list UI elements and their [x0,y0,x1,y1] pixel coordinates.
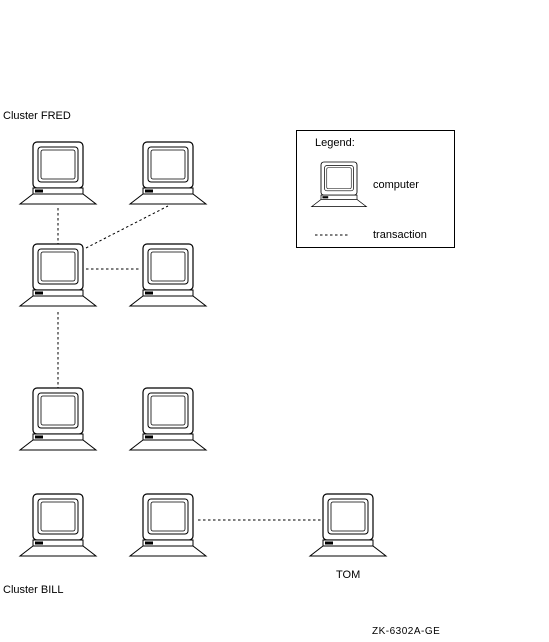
computer-icon [129,387,207,451]
figure-id: ZK-6302A-GE [372,626,441,637]
tom-label: TOM [336,569,361,581]
computer-icon [19,141,97,205]
computer-icon [19,493,97,557]
cluster-bill-label: Cluster BILL [3,584,64,596]
legend-computer-icon [311,161,367,208]
cluster-fred-label: Cluster FRED [3,110,71,122]
computer-icon [129,493,207,557]
legend-title: Legend: [315,137,355,149]
computer-icon [309,493,387,557]
computer-icon [19,243,97,307]
computer-icon [19,387,97,451]
legend-transaction-label: transaction [373,229,427,241]
legend-box [296,130,455,248]
legend-computer-label: computer [373,179,419,191]
computer-icon [129,141,207,205]
transaction-lines [57,205,348,521]
transaction-line-fred-2 [85,205,169,249]
computer-icon [129,243,207,307]
